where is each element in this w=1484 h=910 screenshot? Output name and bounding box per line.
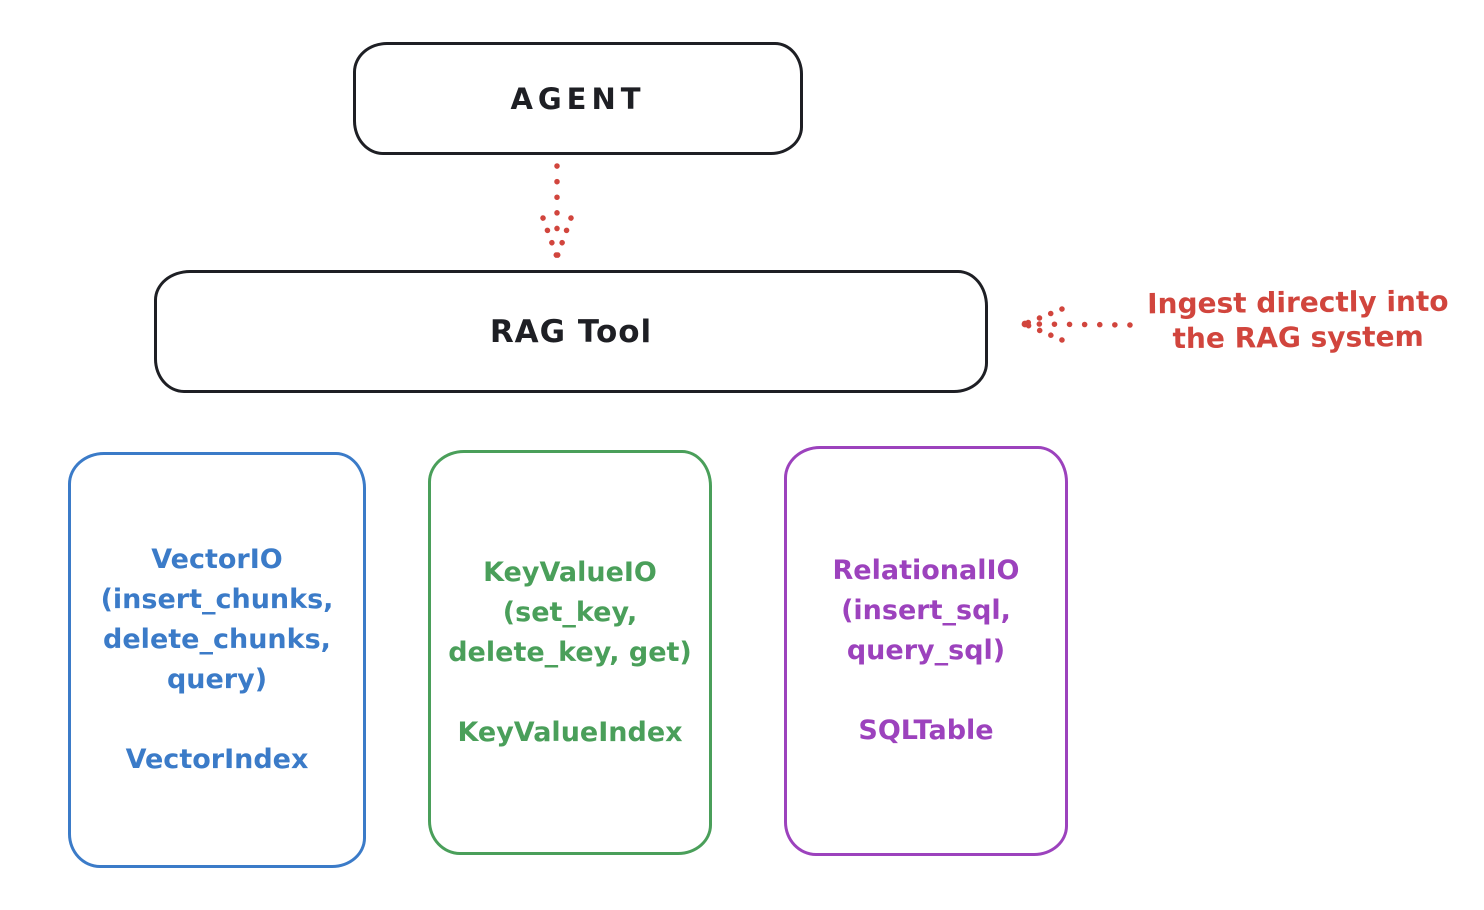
io-title-line: VectorIO: [151, 544, 283, 575]
rag-tool-label: RAG Tool: [489, 313, 653, 350]
io-index-label: SQLTable: [858, 715, 994, 746]
dotted-arrow-left-icon: [1021, 306, 1133, 343]
io-box-relational: RelationalIO (insert_sql, query_sql) SQL…: [784, 446, 1068, 856]
ingest-annotation: Ingest directly into the RAG system: [1128, 284, 1469, 357]
io-title-line: query_sql): [846, 635, 1006, 666]
io-title-line: (set_key,: [502, 596, 638, 628]
ingest-annotation-line1: Ingest directly into: [1147, 284, 1449, 321]
io-title-line: query): [166, 664, 268, 695]
io-box-keyvalue: KeyValueIO (set_key, delete_key, get) Ke…: [428, 450, 712, 855]
io-index-label: VectorIndex: [125, 744, 309, 775]
io-index-label: KeyValueIndex: [457, 716, 683, 748]
io-title-line: delete_key, get): [448, 636, 692, 668]
dotted-arrow-down-icon: [540, 163, 574, 260]
io-title-line: (insert_chunks,: [100, 584, 334, 615]
io-title-line: delete_chunks,: [103, 624, 331, 655]
rag-tool-box: RAG Tool: [154, 270, 988, 393]
io-box-vector: VectorIO (insert_chunks, delete_chunks, …: [68, 452, 366, 868]
io-title-line: KeyValueIO: [483, 556, 657, 588]
ingest-annotation-line2: the RAG system: [1172, 319, 1424, 356]
agent-label: AGENT: [510, 81, 646, 116]
io-title-line: (insert_sql,: [841, 595, 1011, 626]
io-title-line: RelationalIO: [832, 555, 1020, 586]
agent-box: AGENT: [353, 42, 803, 155]
